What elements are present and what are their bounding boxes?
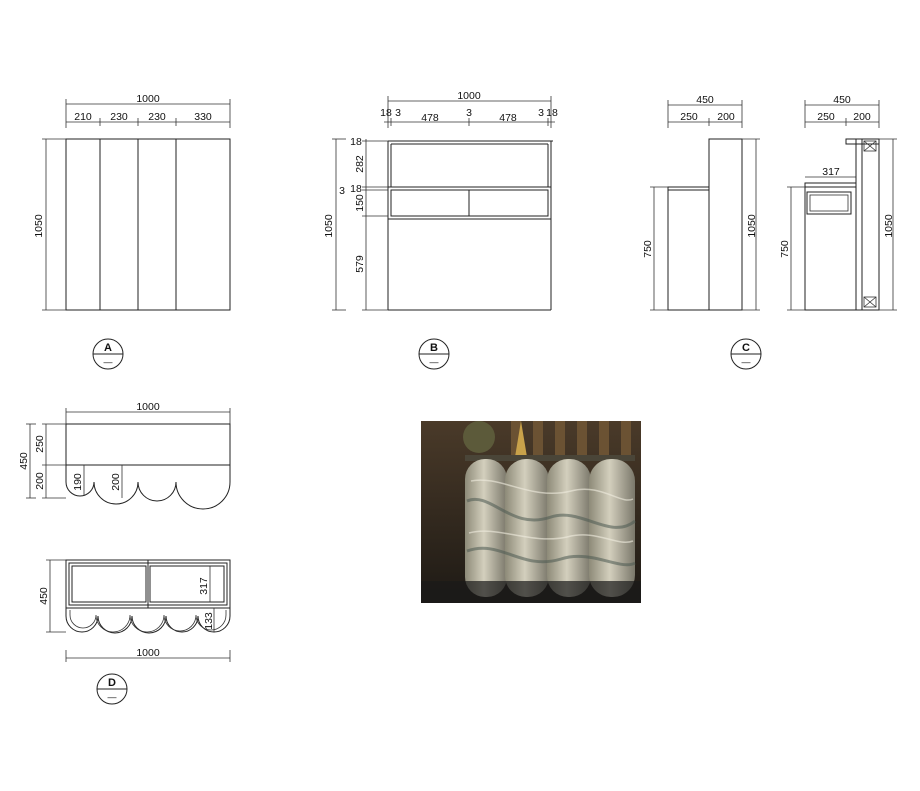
- dim-c-left-overall: 450: [696, 94, 714, 106]
- dim-b-side-2: 282: [354, 155, 366, 173]
- dim-c-right-overall: 450: [833, 94, 851, 106]
- dim-c-right-seg-1: 250: [817, 111, 835, 123]
- dim-plan-depth: 450: [18, 452, 30, 470]
- dim-b-side-6: 579: [354, 255, 366, 273]
- dim-b-side-4: 18: [350, 183, 362, 195]
- dim-a-seg-1: 210: [74, 111, 92, 123]
- dim-b-top-4: 3: [466, 107, 472, 119]
- dim-c-left-height: 1050: [746, 214, 758, 238]
- dim-a-height: 1050: [33, 214, 45, 238]
- view-label-d: D —: [96, 673, 128, 705]
- dim-b-top-6: 3: [538, 107, 544, 119]
- svg-text:D: D: [108, 677, 116, 689]
- dim-a-overall: 1000: [136, 93, 160, 105]
- dim-b-top-3: 478: [421, 112, 439, 124]
- view-d: 317 133 450 1000 D —: [38, 559, 231, 705]
- dim-c-right-inner: 317: [822, 166, 840, 178]
- product-photo: [421, 421, 641, 603]
- dim-plan-front: 200: [34, 472, 46, 490]
- dim-b-top-5: 478: [499, 112, 517, 124]
- dim-d-overall: 1000: [136, 647, 160, 659]
- dim-d-inner: 317: [198, 577, 210, 595]
- view-label-a: A —: [92, 338, 124, 370]
- svg-text:—: —: [742, 357, 751, 367]
- dim-plan-scallop-b: 200: [110, 473, 122, 491]
- view-plan-top: 1000 190 200 250 200 450: [18, 401, 231, 510]
- svg-text:A: A: [104, 342, 112, 354]
- view-a: 1000 210 230 230 330 1050 A —: [33, 93, 231, 370]
- svg-text:—: —: [108, 692, 117, 702]
- svg-text:—: —: [430, 357, 439, 367]
- view-b: 1000 18 3 478 3 478 3 18 18 282 3 18: [323, 90, 558, 370]
- dim-a-seg-4: 330: [194, 111, 212, 123]
- dim-a-seg-2: 230: [110, 111, 128, 123]
- dim-b-top-2: 3: [395, 107, 401, 119]
- dim-c-left-counter: 750: [642, 240, 654, 258]
- dim-d-depth: 450: [38, 587, 50, 605]
- dim-plan-scallop-a: 190: [72, 473, 84, 491]
- dim-b-side-3: 3: [339, 185, 345, 197]
- dim-plan-back: 250: [34, 435, 46, 453]
- elevation-a-body: [65, 138, 231, 311]
- dim-c-left-seg-2: 200: [717, 111, 735, 123]
- dim-plan-overall: 1000: [136, 401, 160, 413]
- view-label-c: C —: [730, 338, 762, 370]
- dim-b-top-1: 18: [380, 107, 392, 119]
- dim-b-side-1: 18: [350, 136, 362, 148]
- view-c-left: 450 250 200 750 1050 C —: [642, 94, 762, 370]
- svg-text:C: C: [742, 342, 750, 354]
- dim-c-left-seg-1: 250: [680, 111, 698, 123]
- svg-text:B: B: [430, 342, 438, 354]
- view-label-b: B —: [418, 338, 450, 370]
- dim-c-right-height: 1050: [883, 214, 895, 238]
- svg-text:—: —: [104, 357, 113, 367]
- dim-b-overall: 1000: [457, 90, 481, 102]
- dim-c-right-seg-2: 200: [853, 111, 871, 123]
- dim-b-top-7: 18: [546, 107, 558, 119]
- dim-d-scallop: 133: [203, 612, 215, 630]
- dim-b-height: 1050: [323, 214, 335, 238]
- dim-c-right-counter: 750: [779, 240, 791, 258]
- dim-b-side-5: 150: [354, 194, 366, 212]
- dim-a-seg-3: 230: [148, 111, 166, 123]
- view-c-right: 450 250 200 317 750 1050: [779, 94, 897, 311]
